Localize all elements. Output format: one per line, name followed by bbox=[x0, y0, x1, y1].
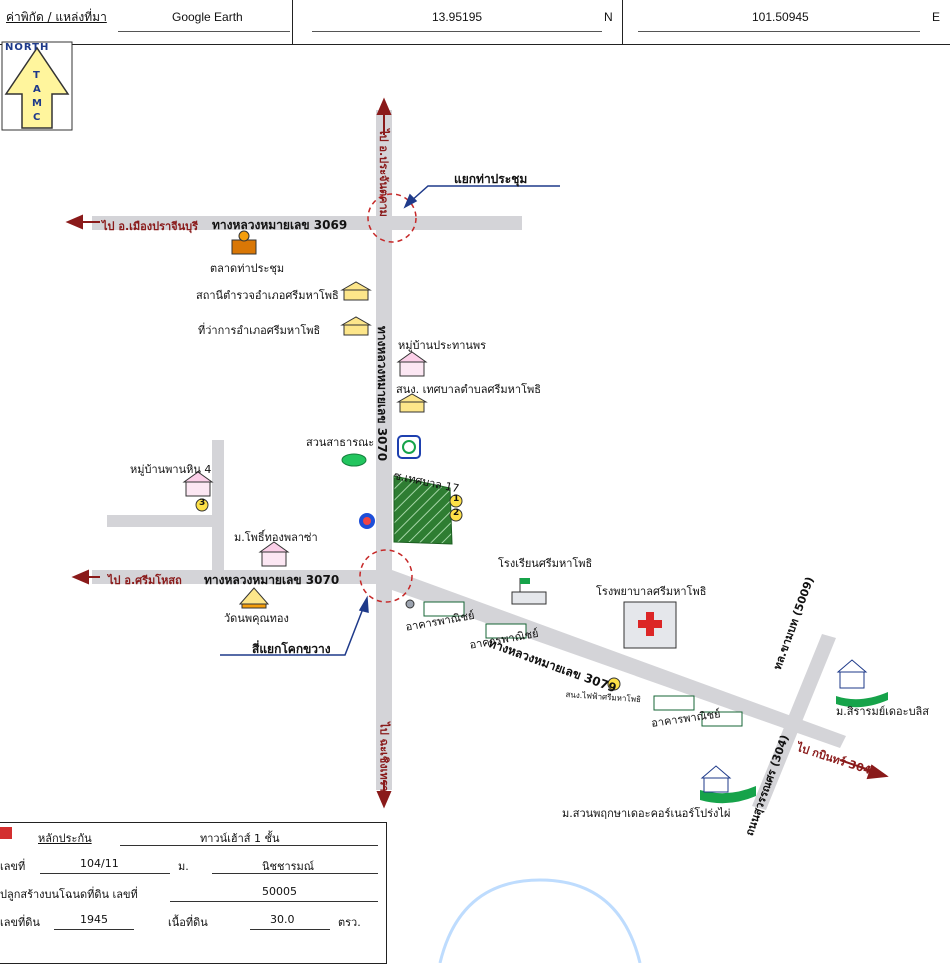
collateral-underline bbox=[120, 845, 378, 846]
intersection-circle-south bbox=[359, 549, 413, 603]
direction-to-south: ไป ฉะเชิงเทรา bbox=[377, 722, 391, 792]
marker-2-label: 2 bbox=[453, 508, 460, 518]
stamp-seal bbox=[438, 878, 642, 963]
marker-1-label: 1 bbox=[453, 494, 460, 504]
latitude-value: 13.95195 bbox=[432, 10, 483, 24]
marker-2 bbox=[449, 508, 463, 522]
road-label-3069: ทางหลวงหมายเลข 3069 bbox=[212, 218, 348, 232]
label-district-office: ที่ว่าการอำเภอศรีมหาโพธิ bbox=[198, 324, 321, 337]
intersection-label-north: แยกท่าประชุม bbox=[454, 172, 528, 186]
label-hospital: โรงพยาบาลศรีมหาโพธิ bbox=[596, 585, 707, 598]
shophouse-row-3-icon bbox=[653, 695, 695, 711]
direction-to-sri-mahosot: ไป อ.ศรีมโหสถ bbox=[108, 574, 182, 587]
label-market: ตลาดท่าประชุม bbox=[210, 262, 285, 275]
village-sirarom-icon bbox=[836, 659, 888, 708]
police-building-icon bbox=[340, 281, 372, 301]
intersection-circle-north bbox=[367, 193, 417, 243]
latitude-underline bbox=[312, 31, 602, 32]
m-value: นิชชารมณ์ bbox=[262, 860, 314, 873]
longitude-cell: 101.50945 E bbox=[622, 0, 950, 44]
source-label: ค่าพิกัด / แหล่งที่มา bbox=[6, 10, 107, 24]
house-no-value: 104/11 bbox=[80, 857, 119, 870]
mo-pho-icon bbox=[258, 541, 290, 567]
deed-underline bbox=[170, 901, 378, 902]
house-no-label: เลขที่ bbox=[0, 860, 26, 873]
north-badge-letter-c: C bbox=[33, 112, 41, 123]
label-school: โรงเรียนศรีมหาโพธิ bbox=[498, 557, 593, 570]
marker-3-label: 3 bbox=[199, 498, 206, 508]
direction-to-prachinburi: ไป อ.เมืองปราจีนบุรี bbox=[102, 220, 199, 233]
label-village-sirarom: ม.สิรารมย์เดอะบลิส bbox=[836, 705, 930, 718]
gas-station-logo-icon bbox=[397, 435, 421, 459]
source-underline bbox=[118, 31, 290, 32]
park-tree-icon bbox=[341, 453, 367, 467]
area-unit: ตรว. bbox=[338, 916, 361, 929]
coordinate-header: ค่าพิกัด / แหล่งที่มา Google Earth 13.95… bbox=[0, 0, 950, 45]
area-value: 30.0 bbox=[270, 913, 295, 926]
source-cell: ค่าพิกัด / แหล่งที่มา Google Earth bbox=[0, 0, 293, 44]
collateral-label: หลักประกัน bbox=[38, 832, 92, 845]
label-village-panhin: หมู่บ้านพานหิน 4 bbox=[130, 463, 212, 476]
longitude-dir: E bbox=[932, 10, 941, 24]
m-underline bbox=[212, 873, 378, 874]
electric-office-icon bbox=[607, 677, 621, 691]
label-mo-pho: ม.โพธิ์ทองพลาซ่า bbox=[234, 531, 318, 544]
temple-icon bbox=[238, 587, 270, 609]
north-badge-letter-a: A bbox=[33, 84, 41, 95]
shophouse-row-4-icon bbox=[701, 711, 743, 727]
direction-arrows bbox=[65, 97, 889, 809]
north-badge-title: NORTH bbox=[5, 42, 50, 53]
road-label-3070-vertical: ทางหลวงหมายเลข 3070 bbox=[375, 325, 390, 462]
road-network bbox=[92, 110, 846, 810]
north-badge bbox=[1, 41, 73, 131]
municipal-office-icon bbox=[396, 393, 428, 413]
north-badge-letter-m: M bbox=[32, 98, 42, 109]
label-village-prathan: หมู่บ้านประทานพร bbox=[398, 339, 487, 352]
land-no-value: 1945 bbox=[80, 913, 108, 926]
source-value: Google Earth bbox=[172, 10, 243, 24]
marker-1 bbox=[449, 494, 463, 508]
m-label: ม. bbox=[178, 860, 189, 873]
longitude-value: 101.50945 bbox=[752, 10, 809, 24]
area-underline bbox=[250, 929, 330, 930]
subject-plot bbox=[393, 475, 453, 545]
collateral-value: ทาวน์เฮ้าส์ 1 ชั้น bbox=[200, 832, 280, 845]
road-label-3070-horizontal: ทางหลวงหมายเลข 3070 bbox=[204, 573, 340, 587]
land-no-underline bbox=[54, 929, 134, 930]
village-panhin-icon bbox=[182, 471, 214, 497]
village-suanpruk-icon bbox=[700, 765, 756, 804]
shophouse-row-2-icon bbox=[485, 623, 527, 639]
house-no-underline bbox=[40, 873, 170, 874]
intersection-label-south: สี่แยกโคกขวาง bbox=[252, 642, 331, 656]
bus-stop-icon bbox=[405, 599, 415, 609]
hospital-icon bbox=[623, 601, 677, 649]
label-public-park: สวนสาธารณะ bbox=[306, 436, 375, 449]
direction-to-north: ไป อ.ประจันตคาม bbox=[376, 129, 390, 217]
deed-value: 50005 bbox=[262, 885, 297, 898]
latitude-cell: 13.95195 N bbox=[292, 0, 623, 44]
shophouse-row-1-icon bbox=[423, 601, 465, 617]
north-badge-letter-t: T bbox=[33, 70, 40, 81]
longitude-underline bbox=[638, 31, 920, 32]
village-prathan-icon bbox=[396, 351, 428, 377]
land-no-label: เลขที่ดิน bbox=[0, 916, 40, 929]
pointer-lines bbox=[220, 185, 560, 656]
deed-label: ปลูกสร้างบนโฉนดที่ดิน เลขที่ bbox=[0, 888, 138, 901]
label-village-suanpruk: ม.สวนพฤกษาเดอะคอร์เนอร์โปร่งไผ่ bbox=[562, 807, 731, 820]
area-label: เนื้อที่ดิน bbox=[168, 916, 208, 929]
market-icon bbox=[231, 230, 257, 255]
label-police: สถานีตำรวจอำเภอศรีมหาโพธิ bbox=[196, 289, 339, 302]
latitude-dir: N bbox=[604, 10, 613, 24]
label-temple: วัดนพคุณทอง bbox=[224, 612, 289, 625]
district-office-icon bbox=[340, 316, 372, 336]
label-municipal-office: สนง. เทศบาลตำบลศรีมหาโพธิ bbox=[396, 383, 541, 396]
legend-swatch bbox=[0, 827, 12, 839]
school-icon bbox=[511, 578, 547, 605]
ptt-station-icon bbox=[359, 513, 375, 529]
marker-3 bbox=[195, 498, 209, 512]
property-info-box: หลักประกัน ทาวน์เฮ้าส์ 1 ชั้น เลขที่ 104… bbox=[0, 822, 387, 964]
